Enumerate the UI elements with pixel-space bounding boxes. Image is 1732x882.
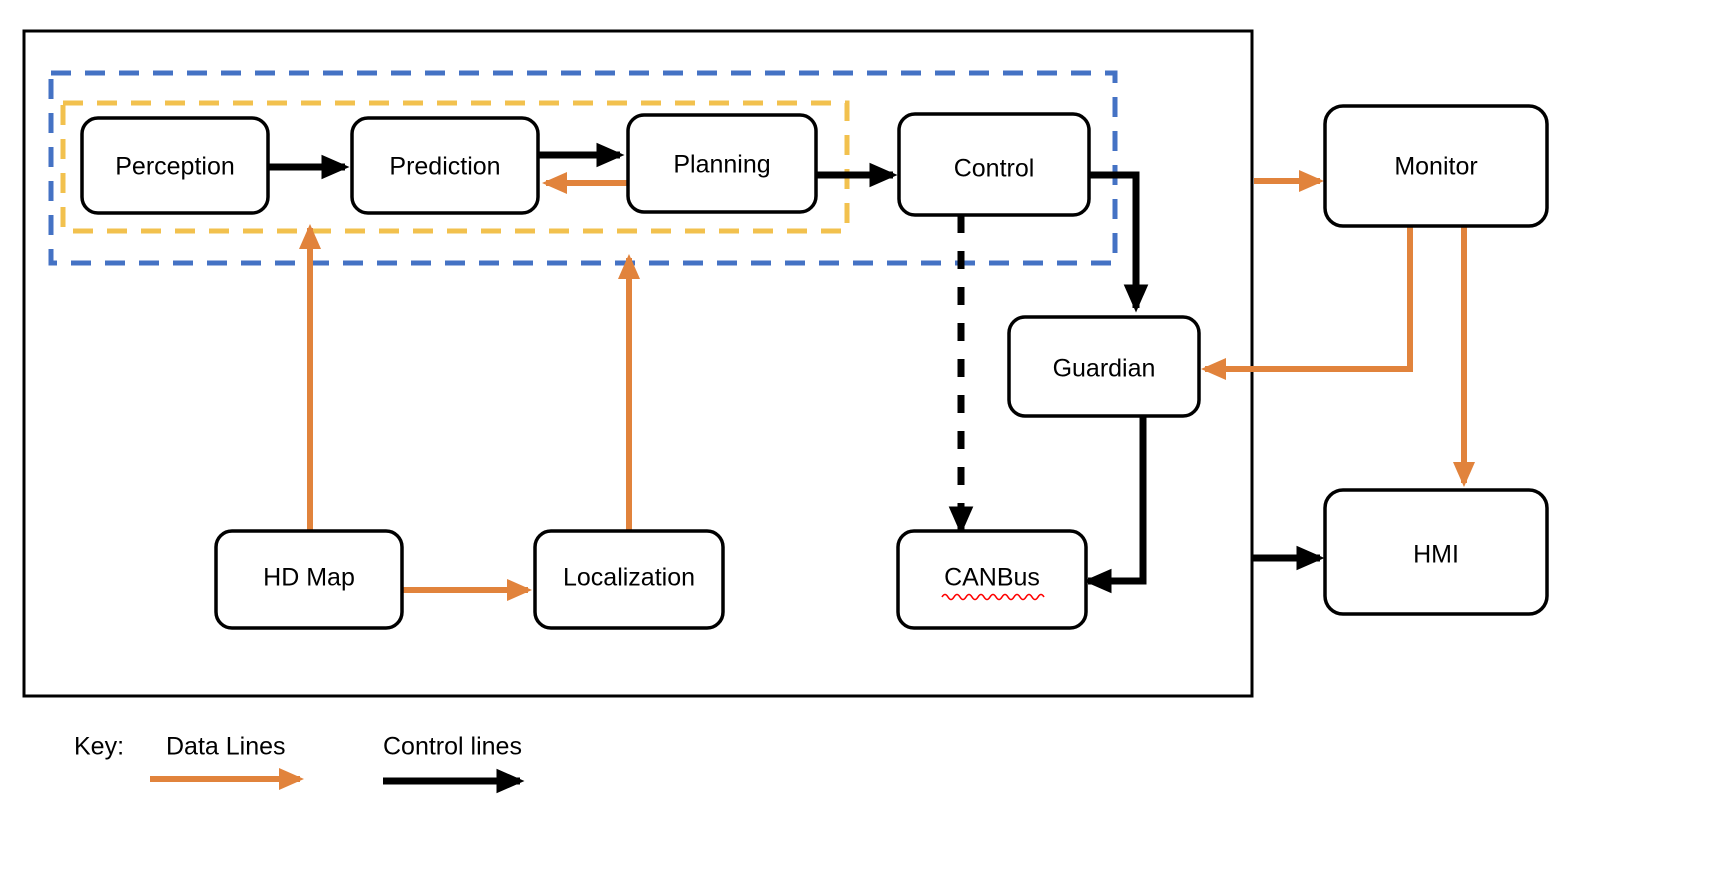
node-canbus-box[interactable]: [896, 529, 1088, 630]
spellcheck-underline-icon: [941, 593, 1045, 601]
group-boundary-yellow-dashed: [60, 100, 850, 234]
node-planning-label: Planning: [673, 151, 770, 179]
legend: Key: Data Lines Control lines: [74, 733, 525, 794]
node-hmi-label: HMI: [1413, 541, 1459, 569]
edge-monitor-to-guardian: [1200, 226, 1413, 381]
node-guardian-label: Guardian: [1053, 355, 1156, 383]
node-hmi[interactable]: HMI: [1323, 488, 1549, 616]
node-localization-box[interactable]: [533, 529, 725, 630]
node-control[interactable]: Control: [897, 112, 1091, 217]
node-monitor[interactable]: Monitor: [1323, 104, 1549, 228]
legend-data-label: Data Lines: [166, 733, 286, 761]
legend-control-label: Control lines: [383, 733, 522, 761]
node-prediction[interactable]: Prediction: [350, 116, 540, 215]
node-localization-label: Localization: [563, 564, 695, 592]
node-prediction-box[interactable]: [350, 116, 540, 215]
node-guardian[interactable]: Guardian: [1007, 315, 1201, 418]
node-monitor-box[interactable]: [1323, 104, 1549, 228]
edge-control-to-guardian: [1089, 171, 1149, 313]
node-control-box[interactable]: [897, 112, 1091, 217]
node-hd-map-label: HD Map: [263, 564, 355, 592]
node-perception-box[interactable]: [80, 116, 270, 215]
group-boundary-blue-dashed: [48, 70, 1118, 266]
node-perception[interactable]: Perception: [80, 116, 270, 215]
node-localization[interactable]: Localization: [533, 529, 725, 630]
system-boundary-frame: [22, 29, 1254, 698]
legend-key-label: Key:: [74, 733, 124, 761]
node-canbus-label: CANBus: [944, 564, 1040, 592]
node-planning-box[interactable]: [626, 113, 818, 214]
node-planning[interactable]: Planning: [626, 113, 818, 214]
node-perception-label: Perception: [115, 153, 235, 181]
node-guardian-box[interactable]: [1007, 315, 1201, 418]
node-hd-map[interactable]: HD Map: [214, 529, 404, 630]
node-canbus[interactable]: CANBus: [896, 529, 1088, 630]
node-hd-map-box[interactable]: [214, 529, 404, 630]
node-prediction-label: Prediction: [389, 153, 500, 181]
edge-guardian-to-canbus: [1083, 416, 1147, 594]
node-control-label: Control: [954, 155, 1035, 183]
node-monitor-label: Monitor: [1394, 153, 1477, 181]
node-hmi-box[interactable]: [1323, 488, 1549, 616]
